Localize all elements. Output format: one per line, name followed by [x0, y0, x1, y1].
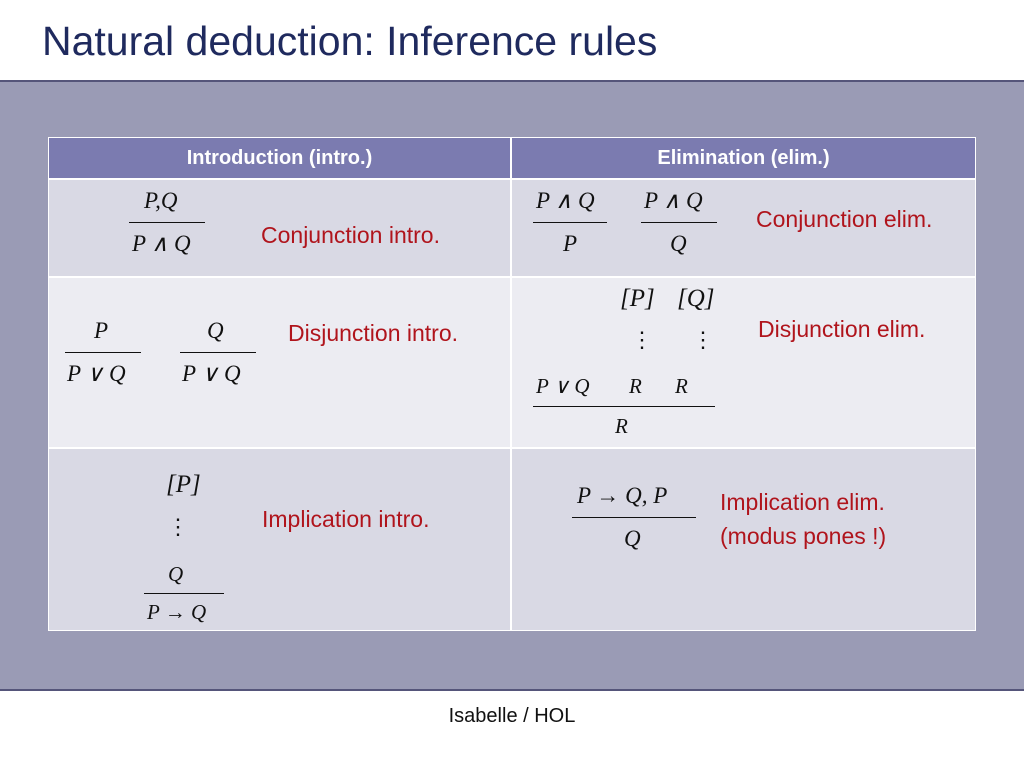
conj-elim-conclusion-2: Q [670, 231, 687, 256]
disj-elim-premise-r2: R [675, 374, 688, 398]
impl-elim-premise: P → Q, P [577, 483, 668, 508]
disj-elim-dots-1: ⋮ [631, 327, 653, 352]
impl-intro-rule-line [144, 593, 224, 594]
disj-elim-assumption-p: [P] [620, 285, 655, 312]
impl-elim-label-note: (modus pones !) [720, 523, 887, 549]
conj-elim-rule-line-1 [533, 222, 607, 223]
impl-intro-derived: Q [168, 562, 184, 586]
disj-intro-conclusion-2: P ∨ Q [182, 361, 241, 386]
disj-elim-premise-or: P ∨ Q [536, 374, 590, 398]
conj-elim-label: Conjunction elim. [756, 206, 933, 232]
conj-elim-premise-1: P ∧ Q [536, 188, 595, 213]
cell-conjunction-intro [49, 180, 510, 276]
disj-intro-rule-line-2 [180, 352, 256, 353]
impl-intro-label: Implication intro. [262, 506, 430, 532]
disj-elim-dots-2: ⋮ [692, 327, 714, 352]
impl-elim-rule-line [572, 517, 696, 518]
header-introduction: Introduction (intro.) [49, 138, 510, 178]
footer-text: Isabelle / HOL [448, 705, 576, 727]
disj-elim-conclusion: R [615, 414, 628, 438]
conj-elim-conclusion-1: P [563, 231, 578, 256]
conj-intro-conclusion: P ∧ Q [132, 231, 191, 256]
conj-intro-premise: P,Q [144, 188, 178, 213]
conj-intro-label: Conjunction intro. [261, 222, 440, 248]
header-elimination: Elimination (elim.) [512, 138, 975, 178]
disj-elim-label: Disjunction elim. [758, 316, 926, 342]
impl-elim-label: Implication elim. [720, 489, 885, 515]
cell-disjunction-elim [512, 278, 975, 447]
cell-implication-elim [512, 449, 975, 630]
disj-intro-premise-1: P [94, 318, 109, 343]
impl-intro-dots: ⋮ [167, 514, 189, 539]
conj-elim-rule-line-2 [641, 222, 717, 223]
cell-implication-intro [49, 449, 510, 630]
disj-intro-rule-line-1 [65, 352, 141, 353]
impl-intro-conclusion: P → Q [147, 600, 207, 624]
impl-intro-assumption: [P] [166, 471, 201, 498]
rules-table: Introduction (intro.) Elimination (elim.… [48, 137, 976, 631]
disj-intro-premise-2: Q [207, 318, 224, 343]
disj-intro-conclusion-1: P ∨ Q [67, 361, 126, 386]
conj-intro-rule-line [129, 222, 205, 223]
impl-elim-conclusion: Q [624, 526, 641, 551]
disj-intro-label: Disjunction intro. [288, 320, 459, 346]
cell-disjunction-intro [49, 278, 510, 447]
slide-title: Natural deduction: Inference rules [42, 18, 658, 64]
disj-elim-rule-line [533, 406, 715, 407]
disj-elim-assumption-q: [Q] [677, 285, 715, 312]
cell-conjunction-elim [512, 180, 975, 276]
conj-elim-premise-2: P ∧ Q [644, 188, 703, 213]
disj-elim-premise-r1: R [629, 374, 642, 398]
